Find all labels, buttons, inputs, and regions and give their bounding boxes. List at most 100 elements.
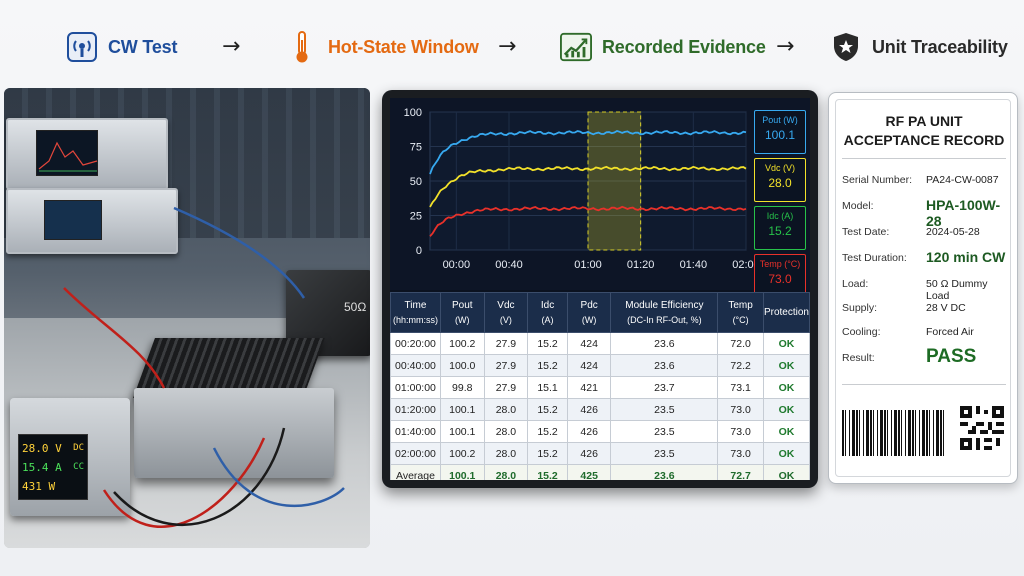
table-cell: 27.9 <box>483 354 529 377</box>
column-header: Time(hh:mm:ss) <box>390 292 441 333</box>
supply-value: 28 V DC <box>926 302 966 314</box>
legend-pout: Pout (W) 100.1 <box>754 110 806 154</box>
field-label: Model: <box>842 200 874 212</box>
measurement-table: Time(hh:mm:ss) Pout (W) Vdc(V) Idc (A) Pdc (W) M… <box>390 292 810 480</box>
cooling-value: Forced Air <box>926 326 974 338</box>
monitor-screen: 025507510000:0000:4001:0001:2001:4002:00… <box>390 98 810 480</box>
column-header-title: Module Efficiency <box>625 299 704 311</box>
table-cell: 01:40:00 <box>390 420 441 443</box>
column-header-unit: (W) <box>581 314 597 325</box>
test-bench-photo: 50Ω 28.0 V DC 15.4 A CC 431 W <box>4 88 370 548</box>
table-cell: 73.1 <box>717 376 764 399</box>
legend-name: Idc (A) <box>766 211 794 221</box>
column-header-unit: (V) <box>499 314 512 325</box>
monitor-display: 025507510000:0000:4001:0001:2001:4002:00… <box>382 90 818 488</box>
table-cell: 421 <box>566 376 612 399</box>
table-cell: 23.5 <box>610 420 719 443</box>
shield-star-icon <box>830 31 862 63</box>
field-label: Test Date: <box>842 226 890 238</box>
dummy-load-label: 50Ω <box>344 300 367 314</box>
thermometer-icon <box>286 31 318 63</box>
column-header-title: Pdc <box>580 299 598 311</box>
qr-code <box>960 406 1004 450</box>
table-cell: 99.8 <box>439 376 485 399</box>
average-cell: Average <box>390 464 441 480</box>
column-header-unit: (DC-In RF-Out, %) <box>627 314 702 325</box>
hot-state-window-highlight <box>587 111 642 251</box>
table-cell: 00:20:00 <box>390 332 441 355</box>
load-value: 50 Ω Dummy Load <box>926 278 988 302</box>
column-header-title: Idc <box>540 299 555 311</box>
table-cell: 27.9 <box>483 332 529 355</box>
legend-value: 15.2 <box>768 224 792 238</box>
step-label: Hot-State Window <box>328 36 479 57</box>
table-cell: 15.1 <box>527 376 568 399</box>
table-cell: 28.0 <box>483 398 529 421</box>
column-header: Temp(°C) <box>717 292 764 333</box>
table-cell: 28.0 <box>483 442 529 465</box>
radio-signal-icon <box>66 31 98 63</box>
field-label: Test Duration: <box>842 252 907 264</box>
acceptance-record-inner: RF PA UNIT ACCEPTANCE RECORD Serial Numb… <box>835 99 1011 477</box>
acceptance-record-card: RF PA UNIT ACCEPTANCE RECORD Serial Numb… <box>828 92 1018 484</box>
legend-value: 73.0 <box>768 272 792 286</box>
psu-power: 431 W <box>22 480 56 493</box>
average-cell: 23.6 <box>610 464 719 480</box>
table-cell: 15.2 <box>527 332 568 355</box>
table-cell: 73.0 <box>717 398 764 421</box>
table-cell: 426 <box>566 398 612 421</box>
legend-name: Vdc (V) <box>764 163 795 173</box>
column-header-unit: (A) <box>541 314 554 325</box>
x-tick-label: 02:00 <box>732 259 754 271</box>
x-tick-label: 00:40 <box>495 259 523 271</box>
protection-status-cell: OK <box>762 354 810 377</box>
test-duration-value: 120 min CW <box>926 249 1006 265</box>
column-header: Pdc (W) <box>566 292 612 333</box>
legend-vdc: Vdc (V) 28.0 <box>754 158 806 202</box>
step-hot-state-window: Hot-State Window <box>286 30 479 64</box>
table-cell: 28.0 <box>483 420 529 443</box>
table-cell: 426 <box>566 442 612 465</box>
table-cell: 23.6 <box>610 354 719 377</box>
field-label: Cooling: <box>842 326 881 338</box>
table-cell: 01:20:00 <box>390 398 441 421</box>
legend-name: Pout (W) <box>762 115 798 125</box>
table-cell: 15.2 <box>527 442 568 465</box>
step-label: CW Test <box>108 36 178 57</box>
record-title-line2: ACCEPTANCE RECORD <box>843 132 1005 148</box>
column-header-title: Protection <box>763 306 809 318</box>
psu-voltage: 28.0 V <box>22 442 62 455</box>
table-cell: 426 <box>566 420 612 443</box>
average-cell: 100.1 <box>439 464 485 480</box>
psu-current: 15.4 A <box>22 461 62 474</box>
y-tick-label: 25 <box>410 211 422 223</box>
psu-mode: DC <box>73 443 84 453</box>
field-label: Serial Number: <box>842 174 913 186</box>
table-cell: 100.0 <box>439 354 485 377</box>
legend-value: 28.0 <box>768 176 792 190</box>
table-cell: 15.2 <box>527 354 568 377</box>
protection-status-cell: OK <box>762 420 810 443</box>
flow-arrow: → <box>776 34 795 59</box>
series-line-1 <box>429 165 747 208</box>
psu-display: 28.0 V DC 15.4 A CC 431 W <box>18 434 88 500</box>
column-header-title: Pout <box>451 299 473 311</box>
chart-trend-icon <box>560 31 592 63</box>
table-cell: 23.7 <box>610 376 719 399</box>
generator-screen <box>44 200 102 240</box>
column-header-unit: (hh:mm:ss) <box>392 314 438 325</box>
field-label: Result: <box>842 352 875 364</box>
barcode <box>842 410 946 456</box>
chart-legend: Pout (W) 100.1 Vdc (V) 28.0 Idc (A) 15.2… <box>754 110 806 302</box>
table-cell: 23.5 <box>610 398 719 421</box>
analyzer-screen <box>36 130 98 176</box>
psu-mode: CC <box>73 462 84 472</box>
step-unit-traceability: Unit Traceability <box>830 30 1008 64</box>
column-header: Vdc(V) <box>483 292 529 333</box>
